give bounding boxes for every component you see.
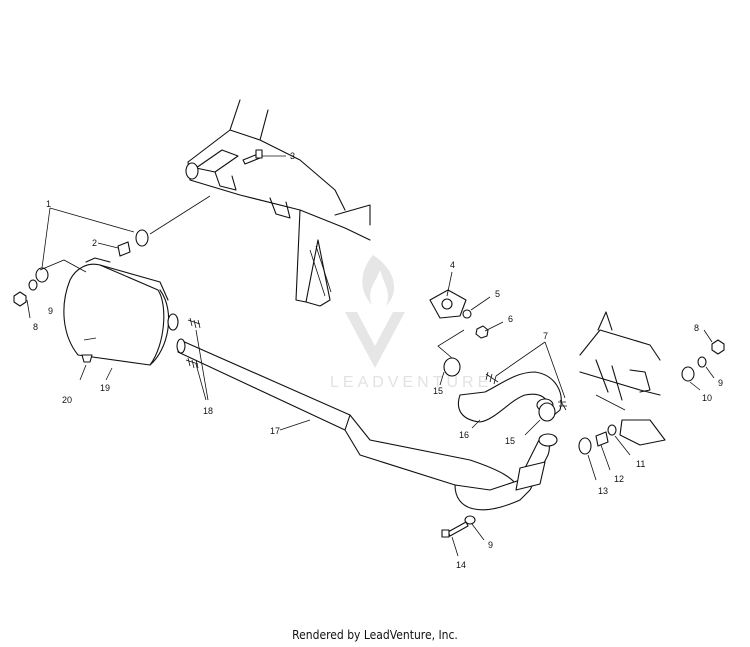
callout-4: 4: [450, 260, 455, 270]
callout-9-bottom: 9: [488, 540, 493, 550]
callout-17: 17: [270, 426, 280, 436]
callout-3: 3: [290, 151, 295, 161]
callout-7: 7: [543, 331, 548, 341]
callout-2: 2: [92, 238, 97, 248]
right-frame: [579, 311, 666, 446]
leader-lines: [26, 155, 715, 557]
callout-15-right: 15: [505, 436, 515, 446]
callout-labels: 1 2 3 4 5 6 7 8 8 9 9 9 10 11 12 13 14 1…: [33, 151, 723, 570]
upper-frame: [185, 99, 371, 307]
callout-18: 18: [203, 406, 213, 416]
leadventure-watermark: LEADVENTURE: [330, 255, 492, 391]
callout-19: 19: [100, 383, 110, 393]
exhaust-pipe-bend: [454, 433, 558, 511]
callout-15-left: 15: [433, 386, 443, 396]
callout-16: 16: [459, 430, 469, 440]
watermark-text: LEADVENTURE: [330, 374, 492, 391]
callout-8-left: 8: [33, 322, 38, 332]
callout-8-right: 8: [694, 323, 699, 333]
callout-6: 6: [508, 314, 513, 324]
footer-credit: Rendered by LeadVenture, Inc.: [292, 628, 458, 642]
callout-10: 10: [702, 393, 712, 403]
muffler-part-19: [63, 257, 179, 366]
callout-13: 13: [598, 486, 608, 496]
callout-11: 11: [636, 459, 645, 469]
callout-1: 1: [46, 199, 51, 209]
callout-9-left: 9: [48, 306, 53, 316]
callout-12: 12: [614, 474, 624, 484]
hardware-parts: [13, 149, 725, 538]
callout-20: 20: [62, 395, 72, 405]
callout-5: 5: [495, 289, 500, 299]
callout-14: 14: [456, 560, 466, 570]
callout-9-right: 9: [718, 378, 723, 388]
